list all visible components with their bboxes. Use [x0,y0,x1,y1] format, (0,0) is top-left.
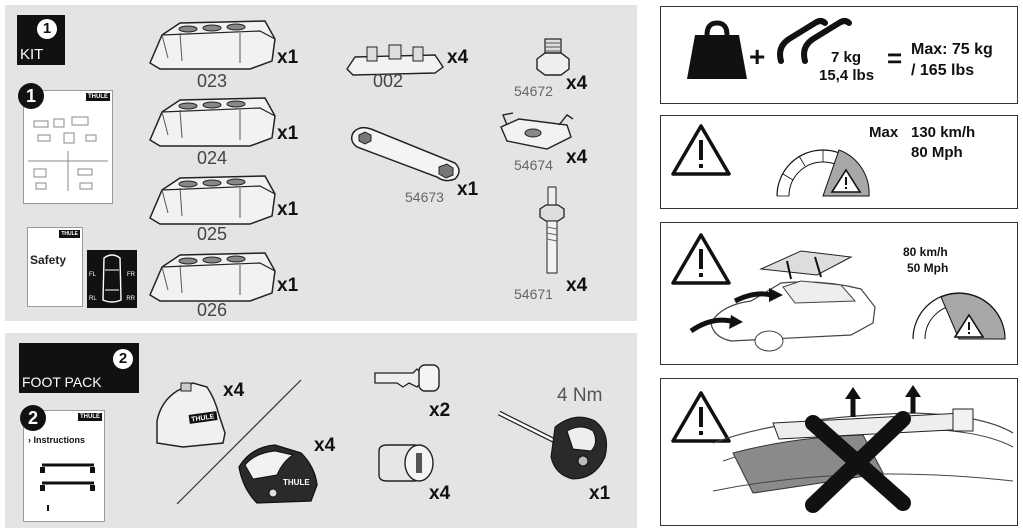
foot-upright-icon: THULE [156,382,226,448]
manual-diagrams [28,116,108,191]
torque-label: 4 Nm [557,385,603,406]
bracket-qty-002: x4 [447,47,469,68]
foot-pack-divider [176,379,302,505]
pad-qty-025: x1 [277,199,299,220]
instructions-label: › Instructions [28,435,86,445]
bar-weight-kg: 7 kg [831,49,862,66]
roof-bar-feet-icon [777,18,852,64]
safety-label: Safety [30,253,67,267]
nut-54672-icon [536,38,570,76]
wind-gauge-icon [912,292,1006,340]
pad-code-023: 023 [197,71,228,91]
manual-step-number: 1 [18,83,44,109]
pad-qty-023: x1 [277,47,299,68]
car-with-load-icon [689,250,876,352]
foot-pack-badge: FOOT PACK 2 [19,343,139,393]
clamp-54674-icon [500,112,574,150]
seat-label-rr: RR [126,296,135,302]
warning-triangle-icon-3 [671,391,731,443]
rubber-pad-026-icon [149,252,276,302]
weight-icon [687,20,747,79]
no-lift-warning-box [660,378,1018,526]
safety-brand-logo: THULE [59,230,80,238]
warning-triangle-icon [671,124,731,176]
seat-label-fr: FR [127,272,135,278]
car-topview-icon [102,254,122,303]
foot-pack-manual-step: 2 [20,405,46,431]
bracket-002-icon [346,44,444,76]
foot-pack-manual-sheet: 2 THULE › Instructions [20,405,105,522]
clamp-qty-54674: x4 [566,147,588,168]
speed-max-mph: 80 Mph [911,144,963,161]
key-qty: x2 [429,400,451,421]
kit-panel: KIT 1 1 THULE THULE Safety FL FR RL [5,5,637,321]
roof-bars-icon [40,463,95,511]
key-icon [374,364,440,392]
bar-weight-lbs: 15,4 lbs [819,67,875,84]
speed-warning-box: Max 130 km/h 80 Mph [660,115,1018,209]
lock-cylinder-qty: x4 [429,483,451,504]
kit-badge: KIT 1 [17,15,65,65]
pad-code-024: 024 [197,148,228,168]
foot-cover-qty: x4 [314,435,336,456]
manual-brand-logo: THULE [86,93,110,101]
safety-booklet: THULE Safety [27,227,83,307]
kit-title: KIT [20,46,44,63]
bolt-54671-icon [539,186,565,274]
nut-qty-54672: x4 [566,73,588,94]
foot-pack-manual-brand: THULE [78,413,102,421]
max-load-kg: Max: 75 kg [911,41,993,58]
foot-upright-qty: x4 [223,380,245,401]
bracket-code-002: 002 [373,71,404,91]
wind-mph: 50 Mph [907,261,949,275]
wrench-code-54673: 54673 [405,189,444,205]
foot-cover-icon: THULE [238,444,318,504]
bolt-qty-54671: x4 [566,275,588,296]
seat-position-sticker: FL FR RL RR [87,250,137,308]
speed-max-kmh: 130 km/h [911,124,976,141]
roof-lift-prohibited-icon [712,385,1014,513]
load-warning-box: + 7 kg 15,4 lbs = Max: 75 kg / 165 lbs [660,6,1018,104]
clamp-code-54674: 54674 [514,157,553,173]
speed-gauge-icon [776,149,870,197]
kit-step-number: 1 [37,19,57,39]
rubber-pad-024-icon [149,97,276,147]
torque-tool-icon [497,410,608,480]
nut-code-54672: 54672 [514,83,553,99]
foot-pack-panel: FOOT PACK 2 2 THULE › Instructions THULE… [5,333,637,528]
pad-code-026: 026 [197,300,228,320]
torque-tool-qty: x1 [589,483,611,504]
bolt-code-54671: 54671 [514,286,553,302]
load-equals: = [887,43,903,73]
svg-text:THULE: THULE [191,413,215,423]
svg-text:THULE: THULE [283,478,310,487]
wrench-qty-54673: x1 [457,179,479,200]
pad-qty-026: x1 [277,275,299,296]
load-plus: + [749,41,766,72]
speed-max-label: Max [869,124,899,141]
warning-triangle-icon-2 [671,233,731,285]
foot-pack-step-number: 2 [113,349,133,369]
seat-label-rl: RL [89,296,97,302]
rubber-pad-023-icon [149,20,276,70]
pad-qty-024: x1 [277,123,299,144]
foot-pack-title: FOOT PACK [22,374,102,390]
lock-cylinder-icon [378,444,434,482]
wrench-54673-icon [350,126,460,182]
pad-code-025: 025 [197,224,228,244]
rubber-pad-025-icon [149,175,276,225]
wind-warning-box: 80 km/h 50 Mph [660,222,1018,365]
seat-label-fl: FL [89,272,97,278]
wind-kmh: 80 km/h [903,245,948,259]
max-load-lbs: / 165 lbs [911,62,975,79]
kit-manual-sheet: 1 THULE [18,83,113,204]
